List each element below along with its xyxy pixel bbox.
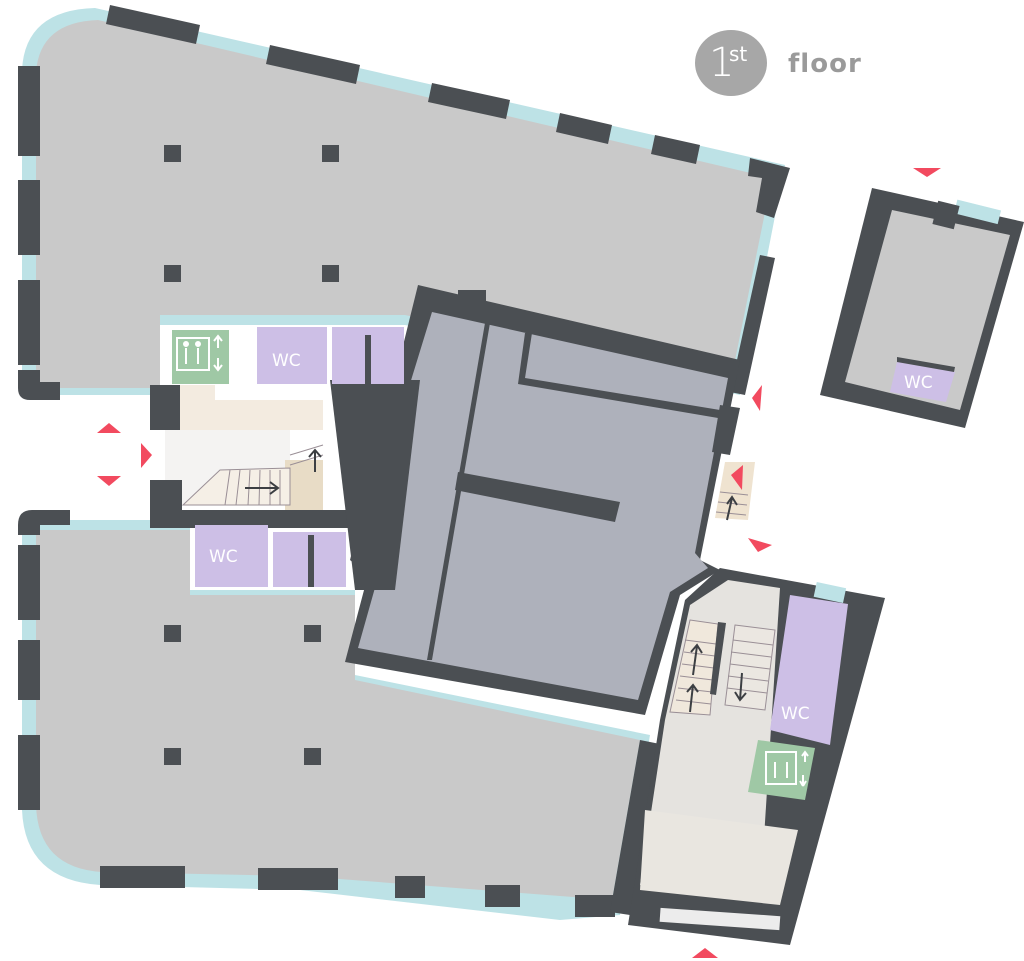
wc-label-north: WC	[272, 351, 301, 371]
east-core[interactable]	[628, 568, 885, 945]
wc-south[interactable]	[195, 525, 346, 587]
annex-northeast[interactable]	[820, 188, 1024, 428]
floor-label: floor	[788, 49, 862, 79]
west-entrance[interactable]	[150, 385, 324, 520]
central-core[interactable]	[330, 285, 740, 715]
elevator-icon	[765, 750, 809, 787]
elevator-west[interactable]	[172, 330, 229, 384]
elevator-icon	[176, 334, 223, 372]
east-small-stair[interactable]	[715, 462, 755, 521]
floor-number: 1	[709, 40, 735, 86]
stairs-icon	[669, 619, 776, 716]
wc-north[interactable]	[257, 327, 404, 385]
wc-label-south: WC	[209, 547, 238, 567]
office-wing-north[interactable]	[18, 5, 790, 400]
floor-badge: 1 st	[695, 30, 767, 96]
office-wing-south[interactable]	[18, 510, 660, 920]
floor-suffix: st	[729, 42, 748, 66]
wc-label-east: WC	[781, 704, 810, 724]
entrance-arrow-icon	[97, 168, 941, 958]
stairs-icon	[181, 444, 324, 510]
wc-label-annex: WC	[904, 373, 933, 393]
